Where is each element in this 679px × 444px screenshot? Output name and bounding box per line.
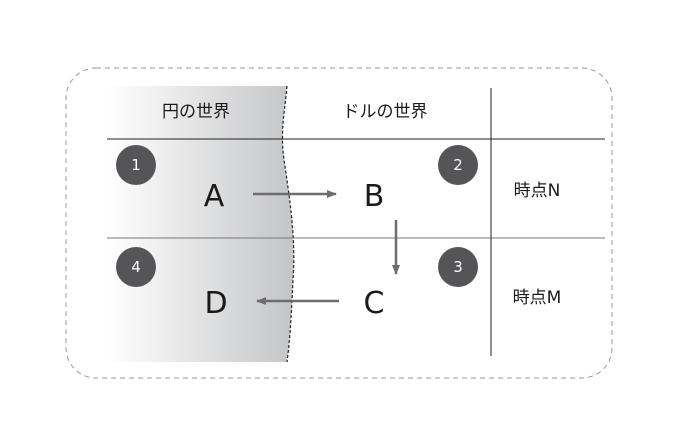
step-2-number: 2: [453, 156, 463, 174]
yen-world-header: 円の世界: [162, 102, 230, 122]
step-3-number: 3: [453, 258, 463, 276]
node-a: A: [204, 179, 225, 214]
world-boundary: [281, 85, 295, 363]
node-d: D: [204, 286, 227, 321]
yen-world-shade: [107, 86, 294, 362]
time-n-label: 時点N: [514, 181, 561, 201]
time-m-label: 時点M: [513, 288, 562, 308]
step-2-badge: [438, 145, 478, 185]
node-c: C: [364, 286, 385, 321]
step-4-badge: [116, 247, 156, 287]
outer-dashed-frame: [65, 67, 613, 379]
step-3-badge: [438, 247, 478, 287]
step-1-badge: [116, 145, 156, 185]
step-4-number: 4: [131, 258, 141, 276]
node-b: B: [364, 179, 385, 214]
step-1-number: 1: [131, 156, 141, 174]
dollar-world-header: ドルの世界: [343, 102, 428, 122]
